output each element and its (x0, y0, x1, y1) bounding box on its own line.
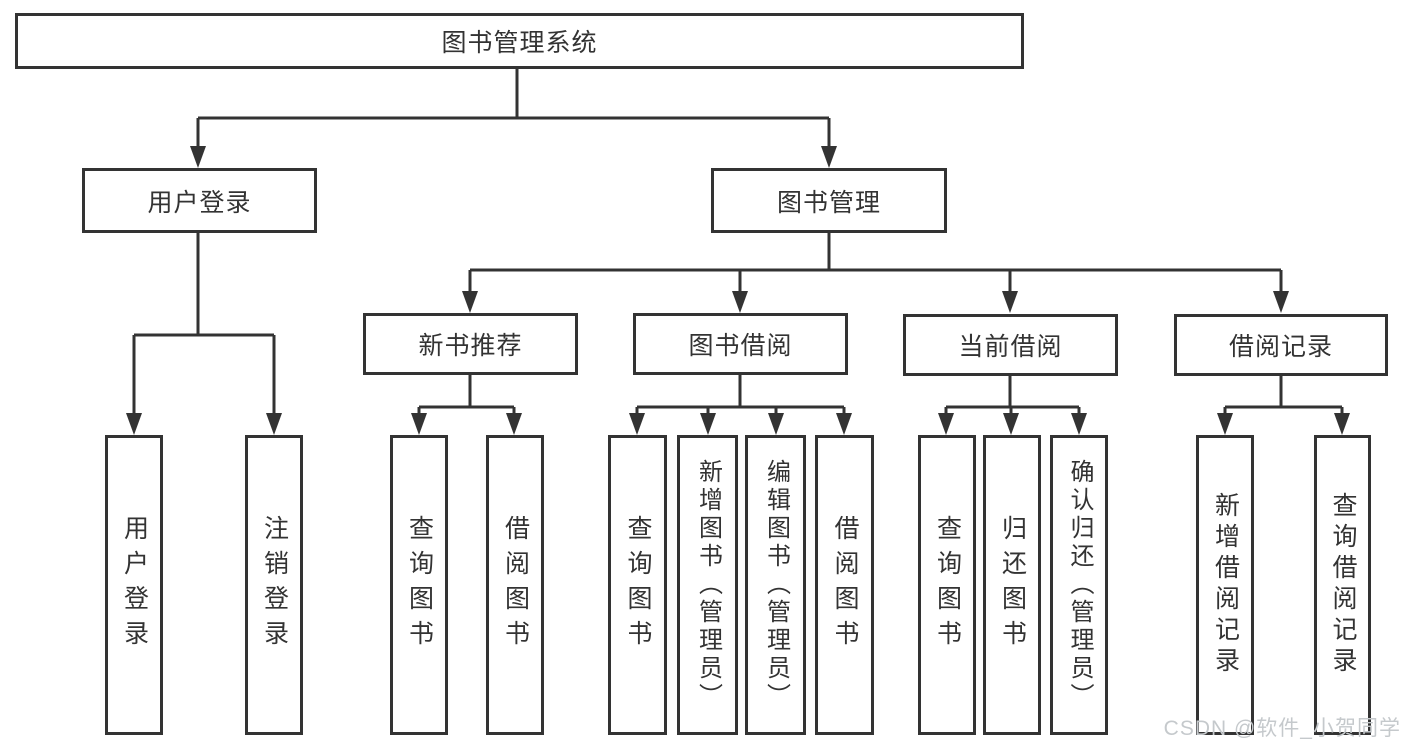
node-borrow-records: 借阅记录 (1174, 314, 1388, 376)
leaf-edit-books-admin-label: 编辑图书（管理员） (762, 459, 790, 711)
leaf-query-books-current: 查询图书 (918, 435, 976, 735)
leaf-user-login: 用户登录 (105, 435, 163, 735)
leaf-query-books-recommend-label: 查询图书 (405, 515, 434, 655)
leaf-borrow-books-recommend: 借阅图书 (486, 435, 544, 735)
node-book-management: 图书管理 (711, 168, 947, 233)
node-book-borrow: 图书借阅 (633, 313, 848, 375)
leaf-return-books-label: 归还图书 (998, 515, 1027, 655)
leaf-add-books-admin-label: 新增图书（管理员） (694, 459, 722, 711)
leaf-logout-label: 注销登录 (260, 515, 289, 655)
csdn-watermark: CSDN @软件_小贺同学 (1163, 717, 1401, 740)
node-user-login-label: 用户登录 (147, 188, 252, 217)
leaf-query-books-borrow-label: 查询图书 (624, 515, 652, 655)
node-book-management-label: 图书管理 (776, 188, 881, 217)
node-new-book-recommend-label: 新书推荐 (418, 332, 523, 360)
leaf-borrow-books: 借阅图书 (815, 435, 874, 735)
node-current-borrow-label: 当前借阅 (958, 333, 1063, 361)
node-root-system: 图书管理系统 (15, 13, 1024, 69)
node-current-borrow: 当前借阅 (903, 314, 1118, 376)
leaf-borrow-books-recommend-label: 借阅图书 (501, 515, 530, 655)
node-borrow-records-label: 借阅记录 (1228, 333, 1333, 361)
node-user-login: 用户登录 (82, 168, 317, 233)
arrowheads (126, 146, 1350, 435)
leaf-borrow-books-label: 借阅图书 (831, 515, 859, 655)
leaf-query-books-recommend: 查询图书 (390, 435, 448, 735)
leaf-return-books: 归还图书 (983, 435, 1041, 735)
leaf-query-books-borrow: 查询图书 (608, 435, 667, 735)
leaf-edit-books-admin: 编辑图书（管理员） (745, 435, 806, 735)
leaf-confirm-return-admin-label: 确认归还（管理员） (1066, 459, 1093, 711)
leaf-query-borrow-record: 查询借阅记录 (1314, 435, 1371, 735)
leaf-confirm-return-admin: 确认归还（管理员） (1050, 435, 1108, 735)
node-new-book-recommend: 新书推荐 (363, 313, 578, 375)
node-book-borrow-label: 图书借阅 (688, 332, 793, 360)
leaf-user-login-label: 用户登录 (120, 515, 149, 655)
leaf-add-borrow-record-label: 新增借阅记录 (1211, 492, 1240, 678)
leaf-query-borrow-record-label: 查询借阅记录 (1329, 492, 1357, 678)
leaf-add-borrow-record: 新增借阅记录 (1196, 435, 1254, 735)
leaf-query-books-current-label: 查询图书 (933, 515, 962, 655)
leaf-add-books-admin: 新增图书（管理员） (677, 435, 738, 735)
leaf-logout: 注销登录 (245, 435, 303, 735)
node-root-system-label: 图书管理系统 (441, 29, 598, 57)
